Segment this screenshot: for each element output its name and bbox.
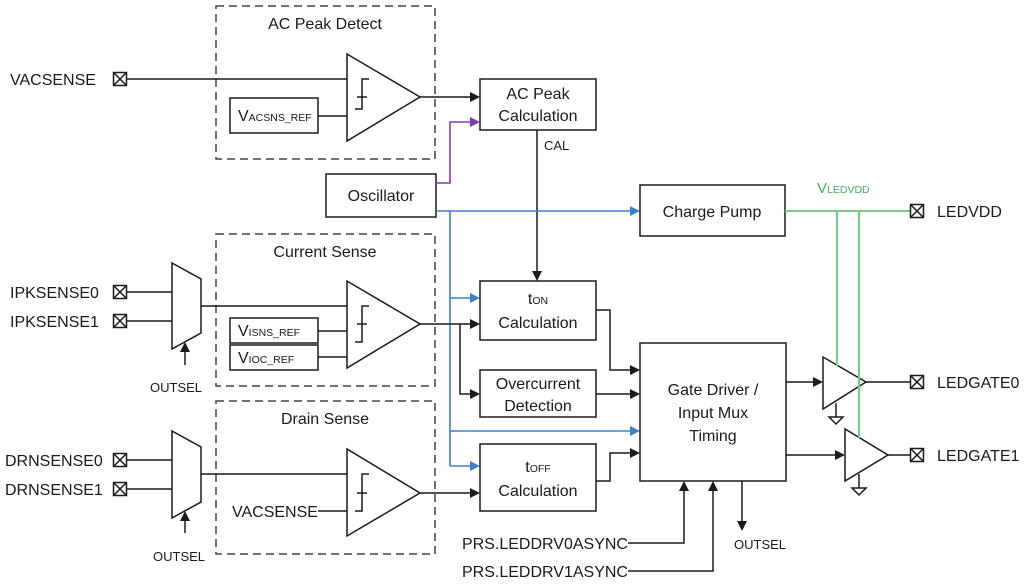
signal-cal: CAL (544, 138, 569, 153)
signal-outsel-current: OUTSEL (150, 380, 202, 395)
mux-current-sense (171, 261, 202, 351)
svg-text:AC Peak: AC Peak (506, 86, 570, 103)
group-ac-peak-detect: AC Peak Detect (215, 5, 436, 160)
group-current-sense: Current Sense (215, 233, 436, 387)
ref-vacsns-label: VACSNS_REF (238, 108, 312, 125)
group-drain-sense: Drain Sense (215, 400, 436, 555)
svg-text:Oscillator: Oscillator (348, 188, 415, 205)
pin-label-drnsense1: DRNSENSE1 (5, 482, 103, 499)
signal-outsel-out: OUTSEL (734, 537, 786, 552)
svg-text:tON: tON (528, 291, 548, 308)
pin-vacsense-icon (112, 71, 128, 87)
signal-outsel-drain: OUTSEL (153, 549, 205, 564)
pin-drnsense1-icon (112, 481, 128, 497)
hysteresis-icon (355, 78, 369, 110)
comparator-current-sense (346, 279, 422, 370)
comparator-ac-peak (346, 52, 422, 143)
pin-ipksense0-icon (112, 284, 128, 300)
pin-label-drnsense0: DRNSENSE0 (5, 453, 103, 470)
pin-label-ledvdd: LEDVDD (937, 204, 1002, 221)
svg-text:Charge Pump: Charge Pump (663, 204, 762, 221)
block-toff-calculation: tOFF Calculation (479, 443, 597, 512)
ground-icon (827, 416, 845, 426)
block-overcurrent-detection: Overcurrent Detection (479, 369, 597, 418)
group-label-ac-peak-detect: AC Peak Detect (268, 16, 382, 33)
block-ton-calculation: tON Calculation (479, 280, 597, 341)
svg-text:Gate Driver /: Gate Driver / (668, 382, 759, 399)
pin-label-vacsense: VACSENSE (10, 72, 96, 89)
svg-text:tOFF: tOFF (525, 459, 550, 476)
svg-text:Overcurrent: Overcurrent (496, 376, 581, 393)
ref-vacsns: VACSNS_REF (229, 97, 319, 134)
pin-ledvdd-icon (909, 203, 925, 219)
mux-drain-sense (171, 429, 202, 520)
signal-prs-leddrv0async: PRS.LEDDRV0ASYNC (462, 536, 628, 553)
ground-icon (850, 487, 868, 497)
svg-text:Input Mux: Input Mux (678, 405, 748, 422)
ref-drain-vacsense: VACSENSE (232, 504, 318, 521)
comparator-drain-sense (346, 447, 422, 538)
pin-drnsense0-icon (112, 452, 128, 468)
block-oscillator: Oscillator (325, 173, 437, 218)
group-label-drain-sense: Drain Sense (281, 411, 369, 428)
signal-prs-leddrv1async: PRS.LEDDRV1ASYNC (462, 564, 628, 581)
buffer-ledgate0 (822, 355, 868, 426)
group-label-current-sense: Current Sense (273, 244, 376, 261)
pin-ledgate1-icon (909, 447, 925, 463)
signal-vledvdd: VLEDVDD (817, 180, 870, 197)
pin-label-ipksense0: IPKSENSE0 (10, 285, 99, 302)
pin-label-ipksense1: IPKSENSE1 (10, 314, 99, 331)
buffer-ledgate1 (844, 427, 890, 497)
svg-text:Calculation: Calculation (498, 108, 577, 125)
svg-text:Timing: Timing (689, 428, 736, 445)
svg-text:Calculation: Calculation (498, 315, 577, 332)
svg-text:VIOC_REF: VIOC_REF (238, 350, 294, 367)
ref-vioc: VIOC_REF (229, 344, 319, 371)
pin-label-ledgate1: LEDGATE1 (937, 448, 1020, 465)
svg-text:VISNS_REF: VISNS_REF (238, 323, 300, 340)
block-gate-driver: Gate Driver / Input Mux Timing (639, 342, 787, 482)
svg-text:Detection: Detection (504, 398, 572, 415)
pin-ipksense1-icon (112, 313, 128, 329)
pin-ledgate0-icon (909, 374, 925, 390)
svg-text:Calculation: Calculation (498, 483, 577, 500)
ref-visns: VISNS_REF (229, 317, 319, 344)
block-charge-pump: Charge Pump (639, 184, 786, 237)
pin-label-ledgate0: LEDGATE0 (937, 375, 1020, 392)
block-ac-peak-calculation: AC Peak Calculation (479, 78, 597, 131)
